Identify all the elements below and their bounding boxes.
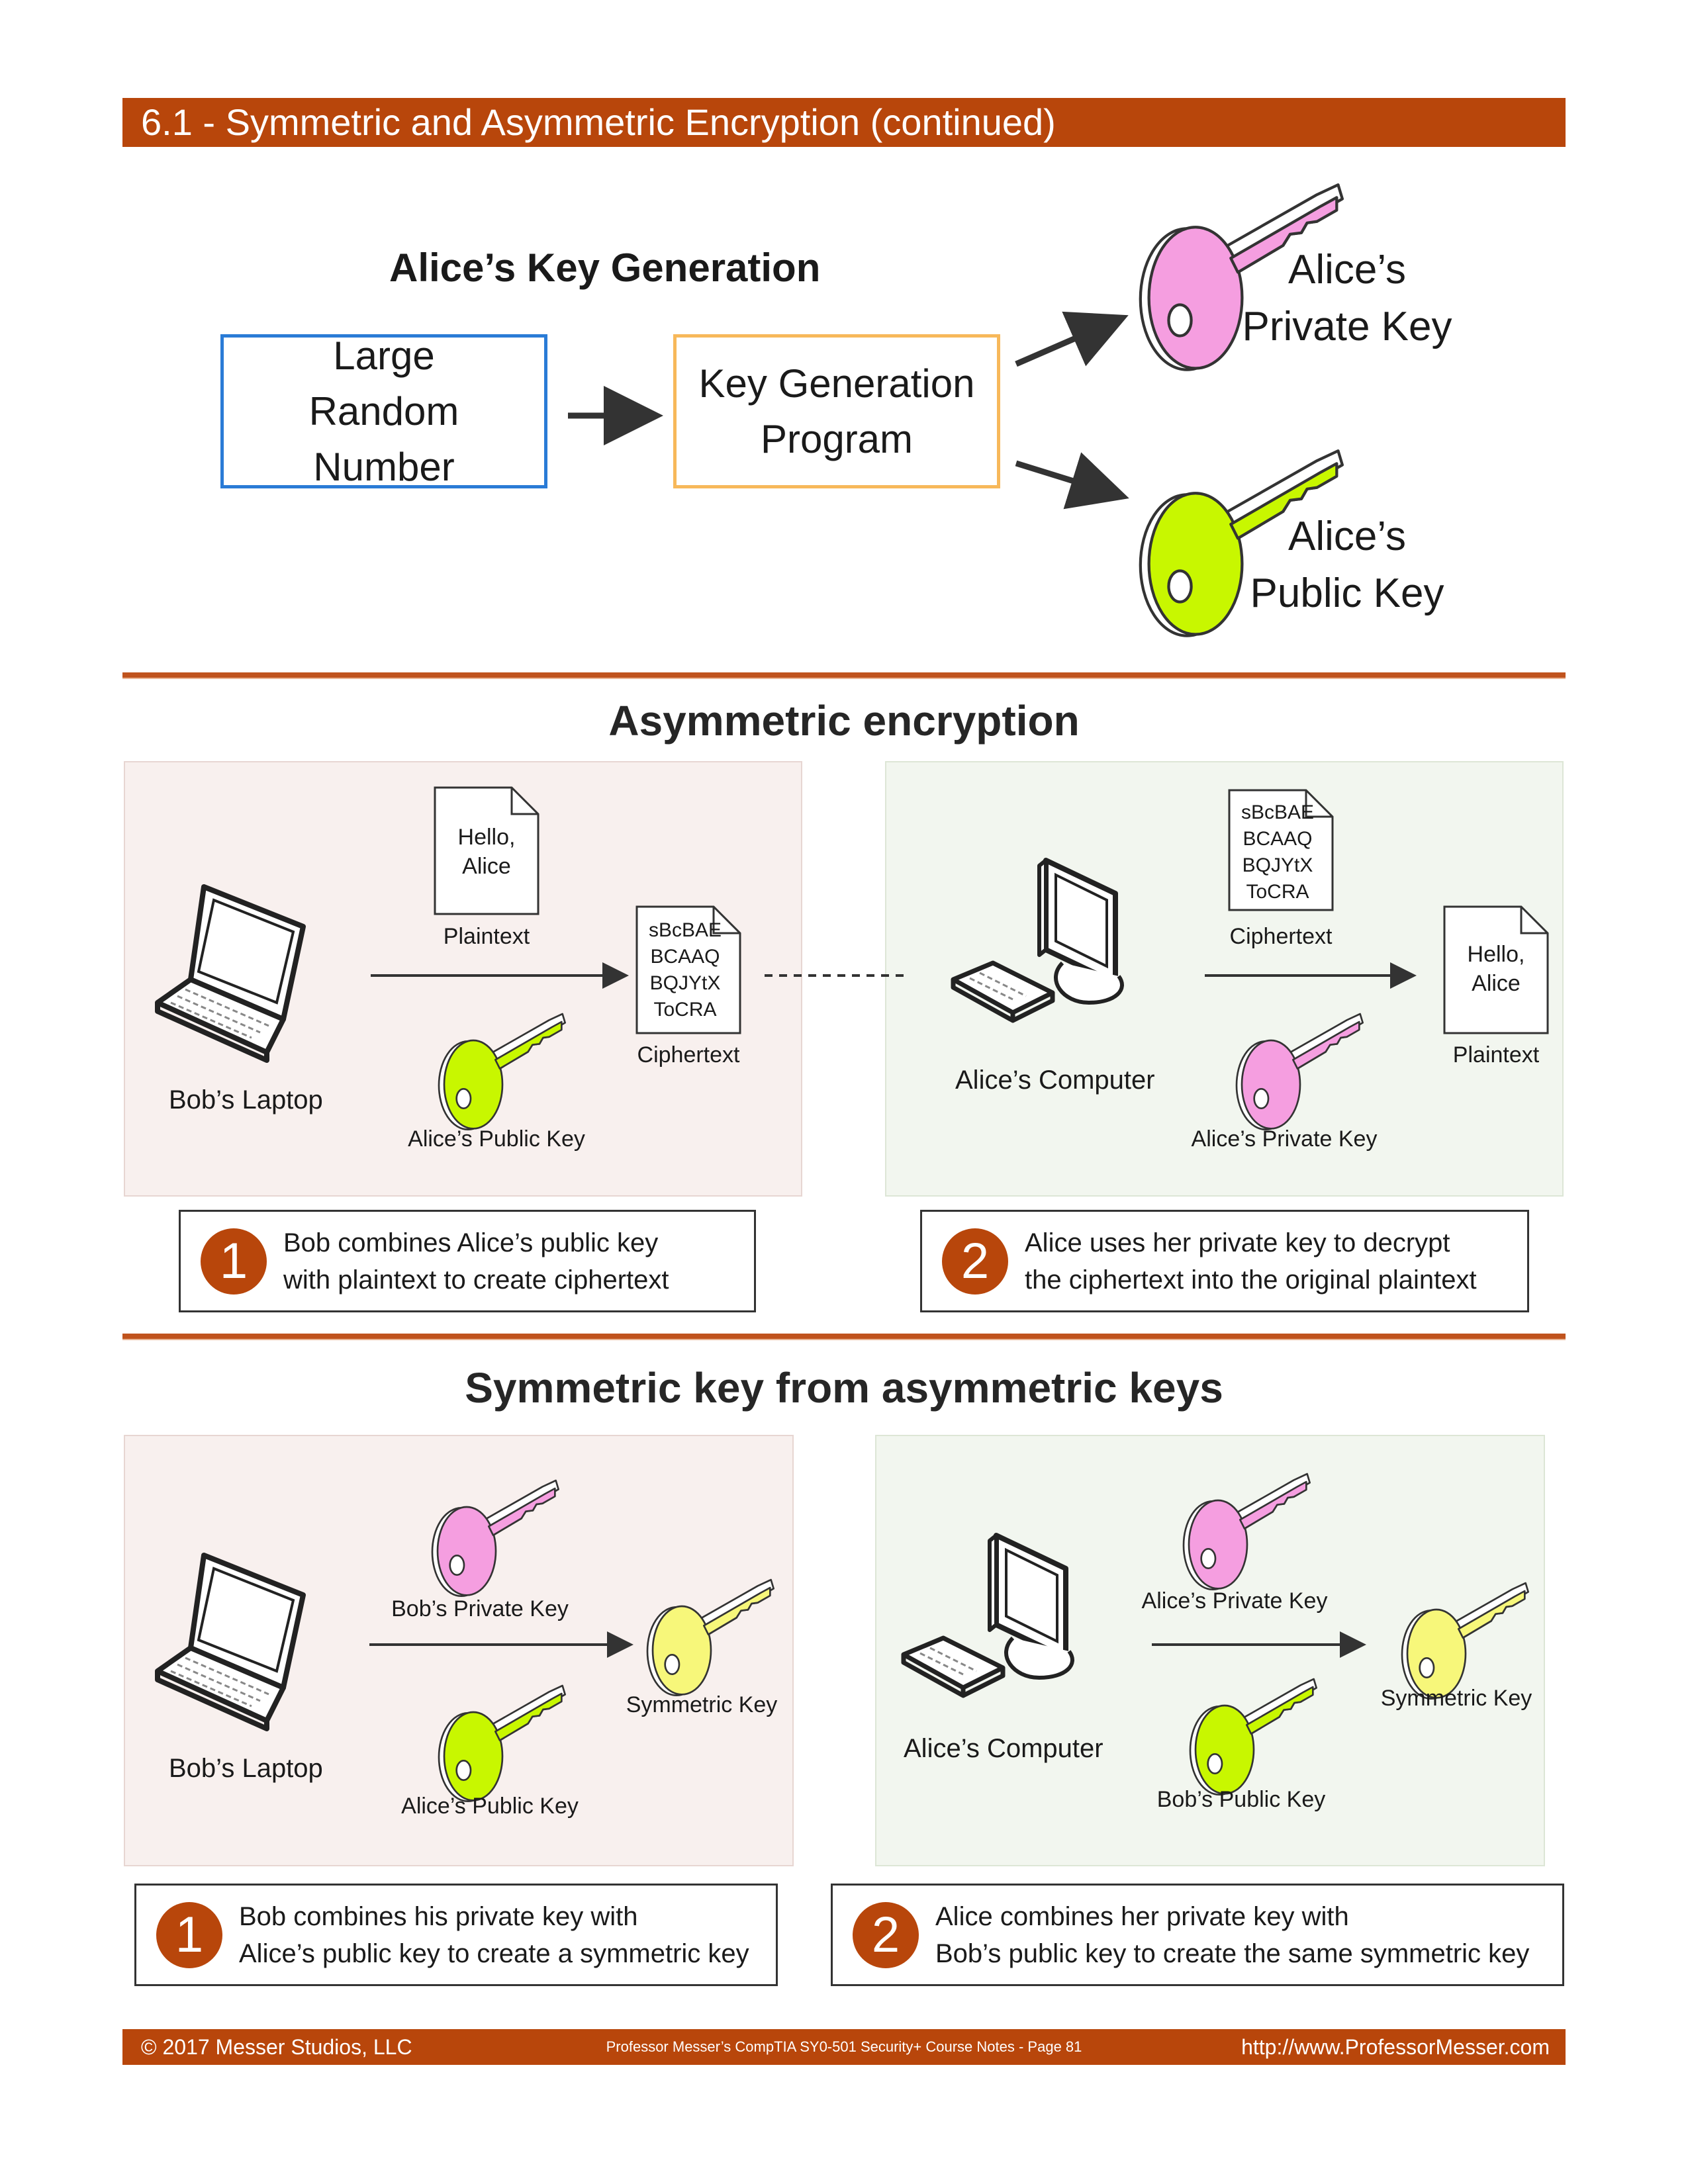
- page-title: 6.1 - Symmetric and Asymmetric Encryptio…: [141, 101, 1056, 143]
- footer-url-link[interactable]: http://www.ProfessorMesser.com: [1241, 2035, 1550, 2059]
- alice-private-key-icon: [1231, 1009, 1364, 1135]
- step-text-line-1: Alice combines her private key with: [935, 1901, 1349, 1931]
- asymmetric-heading: Asymmetric encryption: [608, 697, 1080, 745]
- bob-private-key-icon: [427, 1476, 559, 1602]
- alice-public-key-label-asym: Alice’s Public Key: [408, 1126, 585, 1152]
- plaintext-label: Plaintext: [443, 924, 530, 949]
- step-text-line-1: Alice uses her private key to decrypt: [1025, 1228, 1450, 1257]
- alice-public-key-icon: [434, 1009, 566, 1135]
- alice-private-key-label: Alice’s Private Key: [1242, 247, 1452, 349]
- footer-course-notes: Professor Messer’s CompTIA SY0-501 Secur…: [606, 2038, 1082, 2055]
- step-text-line-2: the ciphertext into the original plainte…: [1025, 1265, 1477, 1295]
- step-text-line-2: Alice’s public key to create a symmetric…: [239, 1938, 749, 1968]
- desktop-computer-icon-sym: [897, 1522, 1096, 1721]
- step-number-badge: 2: [853, 1901, 919, 1968]
- step-number-badge: 2: [942, 1228, 1008, 1295]
- page-footer-band: © 2017 Messer Studios, LLC Professor Mes…: [122, 2029, 1566, 2065]
- symmetric-heading: Symmetric key from asymmetric keys: [465, 1364, 1223, 1412]
- alice-private-key-label-asym: Alice’s Private Key: [1191, 1126, 1378, 1152]
- asym-step-2-caption: 2 Alice uses her private key to decrypt …: [920, 1210, 1529, 1312]
- arrow-to-public-key: [1015, 452, 1129, 510]
- plaintext-document-icon: [434, 786, 539, 915]
- large-random-number-box: Large Random Number: [220, 334, 547, 489]
- plaintext-document-text: Hello, Alice: [457, 825, 516, 879]
- symmetric-key-label-left: Symmetric Key: [626, 1692, 778, 1717]
- alice-public-key-label: Alice’s Public Key: [1250, 514, 1444, 616]
- section-divider-2: [122, 1334, 1566, 1340]
- step-number-badge: 1: [201, 1228, 267, 1295]
- section-divider-1: [122, 672, 1566, 679]
- symmetric-key-icon-left: [642, 1575, 774, 1701]
- ciphertext-document-text: sBcBAE BCAAQ BQJYtX ToCRA: [648, 919, 722, 1021]
- bobs-laptop-label-sym: Bob’s Laptop: [169, 1754, 323, 1783]
- ciphertext-document-text-right: sBcBAE BCAAQ BQJYtX ToCRA: [1241, 801, 1315, 903]
- step-number-badge: 1: [156, 1901, 222, 1968]
- ciphertext-label: Ciphertext: [637, 1042, 740, 1068]
- asym-step-1-caption: 1 Bob combines Alice’s public key with p…: [179, 1210, 756, 1312]
- alices-computer-label: Alice’s Computer: [955, 1066, 1155, 1095]
- sym-step-1-caption: 1 Bob combines his private key with Alic…: [134, 1884, 778, 1986]
- sym-step-2-caption: 2 Alice combines her private key with Bo…: [831, 1884, 1564, 1986]
- alice-public-key-icon-sym: [434, 1681, 566, 1807]
- bob-private-key-label: Bob’s Private Key: [391, 1596, 569, 1621]
- alice-private-key-icon-sym: [1178, 1469, 1311, 1595]
- alices-computer-label-sym: Alice’s Computer: [904, 1734, 1103, 1763]
- bob-public-key-label: Bob’s Public Key: [1156, 1787, 1326, 1812]
- footer-copyright: © 2017 Messer Studios, LLC: [141, 2035, 412, 2059]
- bobs-laptop-label: Bob’s Laptop: [169, 1085, 323, 1115]
- step-text-line-1: Bob combines Alice’s public key: [283, 1228, 659, 1257]
- alice-private-key-label-sym: Alice’s Private Key: [1141, 1588, 1328, 1614]
- ciphertext-document-icon: [635, 905, 741, 1034]
- symmetric-key-label-right: Symmetric Key: [1380, 1686, 1532, 1711]
- ciphertext-document-icon-right: [1228, 789, 1334, 911]
- step-text-line-2: with plaintext to create ciphertext: [283, 1265, 669, 1295]
- laptop-icon-sym: [151, 1535, 350, 1734]
- desktop-computer-icon: [947, 847, 1145, 1046]
- keygen-heading: Alice’s Key Generation: [389, 246, 821, 290]
- page-header-band: 6.1 - Symmetric and Asymmetric Encryptio…: [122, 98, 1566, 147]
- key-generation-program-box: Key Generation Program: [673, 334, 1000, 488]
- plaintext-label-right: Plaintext: [1452, 1042, 1540, 1068]
- plaintext-document-text-right: Hello, Alice: [1467, 942, 1525, 996]
- plaintext-document-icon-right: [1443, 905, 1549, 1034]
- arrow-to-private-key: [1015, 311, 1129, 367]
- ciphertext-label-right: Ciphertext: [1229, 924, 1333, 949]
- bob-public-key-icon: [1185, 1674, 1317, 1800]
- alice-public-key-label-sym: Alice’s Public Key: [401, 1794, 579, 1819]
- step-text-line-1: Bob combines his private key with: [239, 1901, 638, 1931]
- step-text-line-2: Bob’s public key to create the same symm…: [935, 1938, 1530, 1968]
- laptop-icon: [151, 867, 350, 1066]
